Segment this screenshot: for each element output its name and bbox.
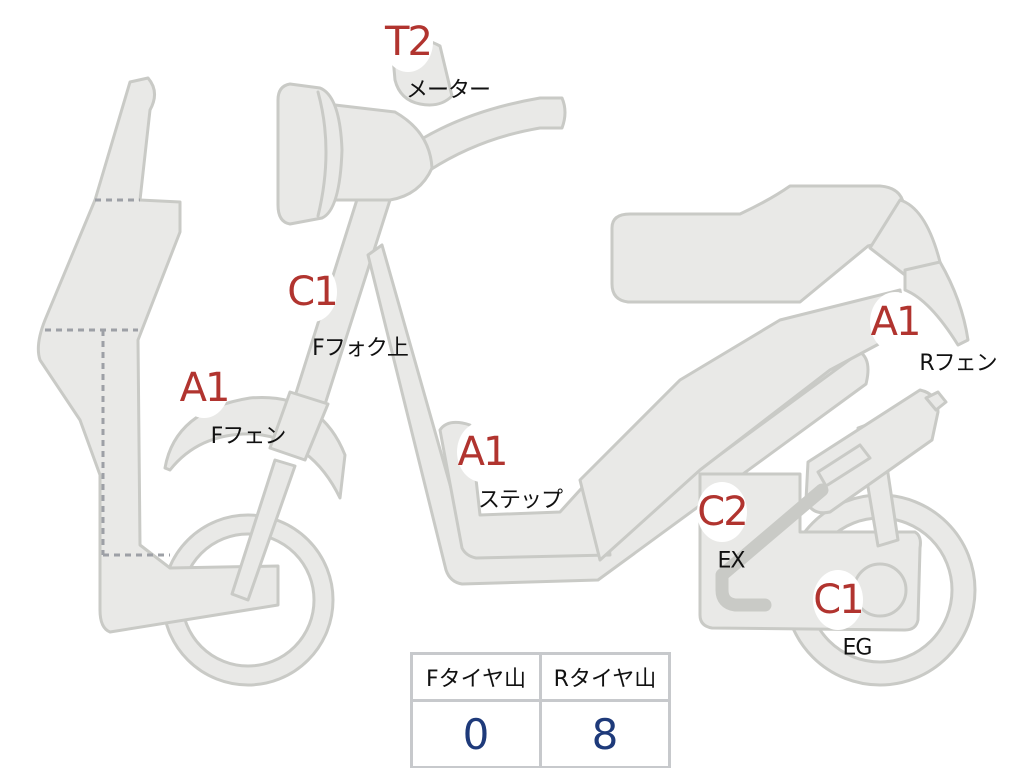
front-fork-to-axle [230,458,297,602]
exhaust-pipe [715,483,829,612]
air-box-cap [924,390,948,412]
rear-tire-tread-value: 8 [539,699,671,768]
tire-table-header-row: Fタイヤ山 Rタイヤ山 [410,652,671,702]
rear-fender-part [903,260,970,347]
front-fender-grade-badge: A1 [179,358,230,418]
headlight [276,82,344,226]
front-leg-shield [36,76,280,634]
tire-table-value-row: 0 8 [410,699,671,768]
headlight-lens [316,90,328,218]
seat [610,184,906,304]
meter-part-label: メーター [405,78,491,103]
engine-grade-badge: C1 [813,570,865,630]
exhaust-grade-badge: C2 [697,482,749,542]
front-tire-tread-header: Fタイヤ山 [410,652,542,702]
step-part-label: ステップ [477,488,563,513]
front-fork-lower [268,390,330,462]
rear-tire-tread-header: Rタイヤ山 [539,652,671,702]
step-grade-badge: A1 [457,422,508,482]
front-tire-tread-value: 0 [410,699,542,768]
handlebar [418,96,567,172]
engine-part-label: EG [842,635,873,661]
front-cowl [333,103,434,202]
front-fender-part-label: Fフェン [210,424,287,449]
rear-fender-part-label: Rフェン [919,351,997,376]
meter-grade-badge: T2 [383,12,433,72]
front-fork-upper-part-label: Fフォク上 [312,336,409,361]
tire-tread-table: Fタイヤ山 Rタイヤ山 0 8 [410,652,671,768]
exhaust-part-label: EX [717,548,746,574]
rear-frame-bar [816,443,872,488]
rear-fender-grade-badge: A1 [870,292,921,352]
front-fork-upper-grade-badge: C1 [287,262,339,322]
